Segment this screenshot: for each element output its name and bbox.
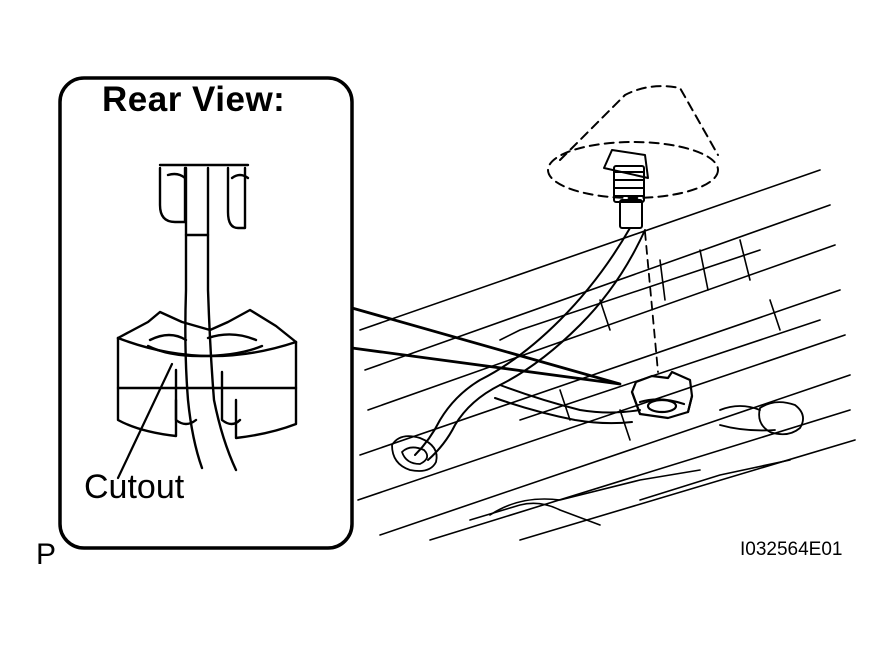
callout-pointer (350, 306, 622, 386)
inset-title: Rear View: (102, 80, 286, 119)
cable-clamp (630, 370, 694, 420)
antenna-base-outline (547, 85, 719, 199)
inset-connector-body (158, 163, 250, 230)
figure-id: I032564E01 (740, 539, 843, 560)
antenna-connector (603, 149, 649, 229)
install-guide-line (644, 231, 659, 373)
floor-panel (357, 169, 856, 541)
cutout-leader-line (116, 362, 174, 480)
corner-mark: P (36, 538, 57, 571)
inset-clamp (116, 308, 298, 440)
inset-cable (184, 166, 238, 472)
floor-grommet-right (719, 401, 804, 436)
antenna-cable (414, 227, 646, 461)
cutout-label: Cutout (84, 468, 185, 506)
floor-grommet-left (391, 435, 438, 472)
